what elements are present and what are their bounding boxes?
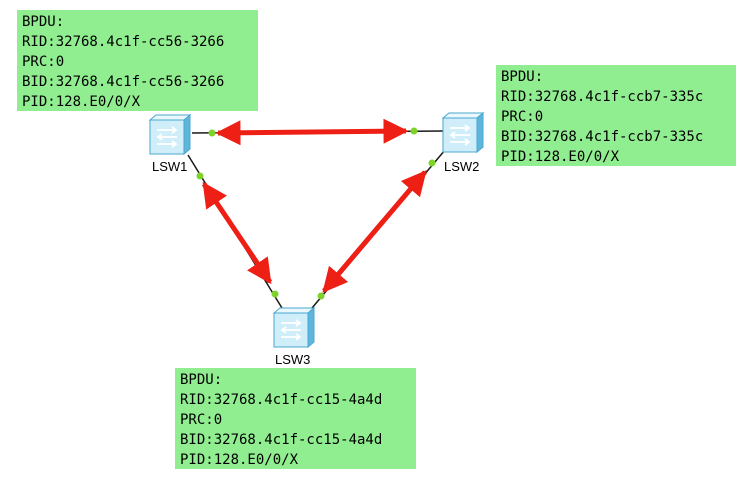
bpdu-bid: BID:32768.4c1f-cc56-3266: [22, 74, 225, 90]
arrow-lsw1-lsw3: [201, 181, 273, 285]
bpdu-bid: BID:32768.4c1f-ccb7-335c: [501, 129, 704, 145]
bpdu-bid: BID:32768.4c1f-cc15-4a4d: [180, 432, 383, 448]
bpdu-rid: RID:32768.4c1f-ccb7-335c: [501, 89, 704, 105]
port-dot: [428, 159, 436, 167]
port-dot: [317, 292, 325, 300]
bpdu-pid: PID:128.E0/0/X: [180, 452, 299, 468]
switch-label-lsw3: LSW3: [275, 352, 311, 367]
switch-lsw1-icon[interactable]: [148, 113, 192, 156]
port-dot: [196, 172, 204, 180]
bpdu-box-lsw3: BPDU: RID:32768.4c1f-cc15-4a4d PRC:0 BID…: [175, 368, 416, 469]
bpdu-box-lsw2: BPDU: RID:32768.4c1f-ccb7-335c PRC:0 BID…: [496, 65, 736, 166]
bpdu-box-lsw1: BPDU: RID:32768.4c1f-cc56-3266 PRC:0 BID…: [17, 10, 258, 111]
bpdu-prc: PRC:0: [501, 109, 544, 125]
bpdu-title: BPDU:: [501, 69, 544, 85]
switch-lsw3-icon[interactable]: [272, 306, 316, 349]
arrow-lsw2-lsw3: [322, 170, 427, 293]
arrow-lsw1-lsw2: [215, 118, 409, 146]
bpdu-prc: PRC:0: [180, 412, 223, 428]
port-dot: [208, 129, 216, 137]
bpdu-pid: PID:128.E0/0/X: [22, 94, 141, 110]
bpdu-prc: PRC:0: [22, 54, 65, 70]
bpdu-rid: RID:32768.4c1f-cc56-3266: [22, 34, 225, 50]
port-dot: [271, 290, 279, 298]
switch-lsw2-icon[interactable]: [441, 111, 485, 154]
switch-label-lsw2: LSW2: [444, 159, 480, 174]
bpdu-title: BPDU:: [180, 372, 223, 388]
bpdu-rid: RID:32768.4c1f-cc15-4a4d: [180, 392, 383, 408]
bpdu-title: BPDU:: [22, 14, 65, 30]
port-dot: [410, 127, 418, 135]
bpdu-pid: PID:128.E0/0/X: [501, 149, 620, 165]
switch-label-lsw1: LSW1: [152, 159, 188, 174]
